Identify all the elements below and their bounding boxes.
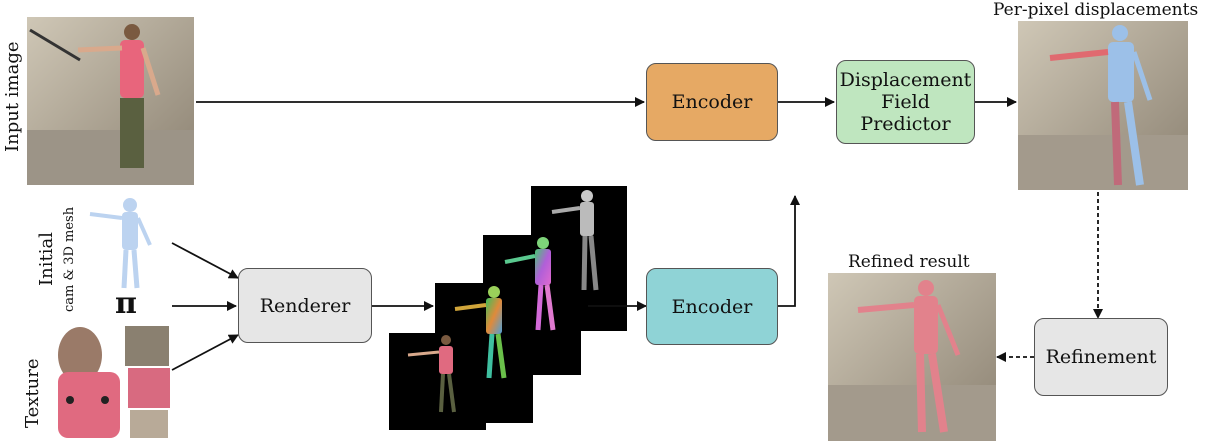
input-image-photo bbox=[27, 17, 194, 185]
arrows bbox=[171, 97, 1103, 371]
texture-atlas bbox=[55, 322, 173, 442]
arrow-texture-to-renderer bbox=[171, 334, 239, 371]
refinement-label: Refinement bbox=[1045, 346, 1157, 368]
refinement-box: Refinement bbox=[1034, 318, 1168, 396]
encoder-top-box: Encoder bbox=[646, 63, 778, 141]
render-stack bbox=[389, 186, 627, 430]
refined-result-photo bbox=[828, 273, 996, 441]
cam-mesh-label: cam & 3D mesh bbox=[62, 206, 77, 312]
arrow-mesh-to-renderer bbox=[171, 242, 239, 279]
displacement-line1: Displacement bbox=[839, 69, 972, 91]
pi-symbol: π bbox=[115, 286, 137, 321]
encoder-top-label: Encoder bbox=[671, 91, 753, 113]
renderer-label: Renderer bbox=[259, 294, 351, 317]
arrow-encoder-bottom-up bbox=[778, 195, 800, 307]
encoder-bottom-label: Encoder bbox=[671, 295, 753, 318]
displacement-predictor-box: Displacement Field Predictor bbox=[836, 60, 975, 144]
refined-result-label: Refined result bbox=[848, 252, 970, 272]
renderer-box: Renderer bbox=[238, 268, 372, 343]
displacement-line2: Field bbox=[881, 91, 930, 113]
per-pixel-label: Per-pixel displacements bbox=[993, 0, 1199, 20]
initial-label: Initial bbox=[36, 232, 57, 286]
encoder-bottom-box: Encoder bbox=[646, 268, 778, 345]
displacement-photo bbox=[1018, 21, 1188, 190]
texture-label: Texture bbox=[22, 358, 43, 429]
displacement-line3: Predictor bbox=[860, 113, 951, 135]
input-image-label: Input image bbox=[2, 41, 23, 152]
initial-mesh-figure bbox=[89, 198, 152, 289]
